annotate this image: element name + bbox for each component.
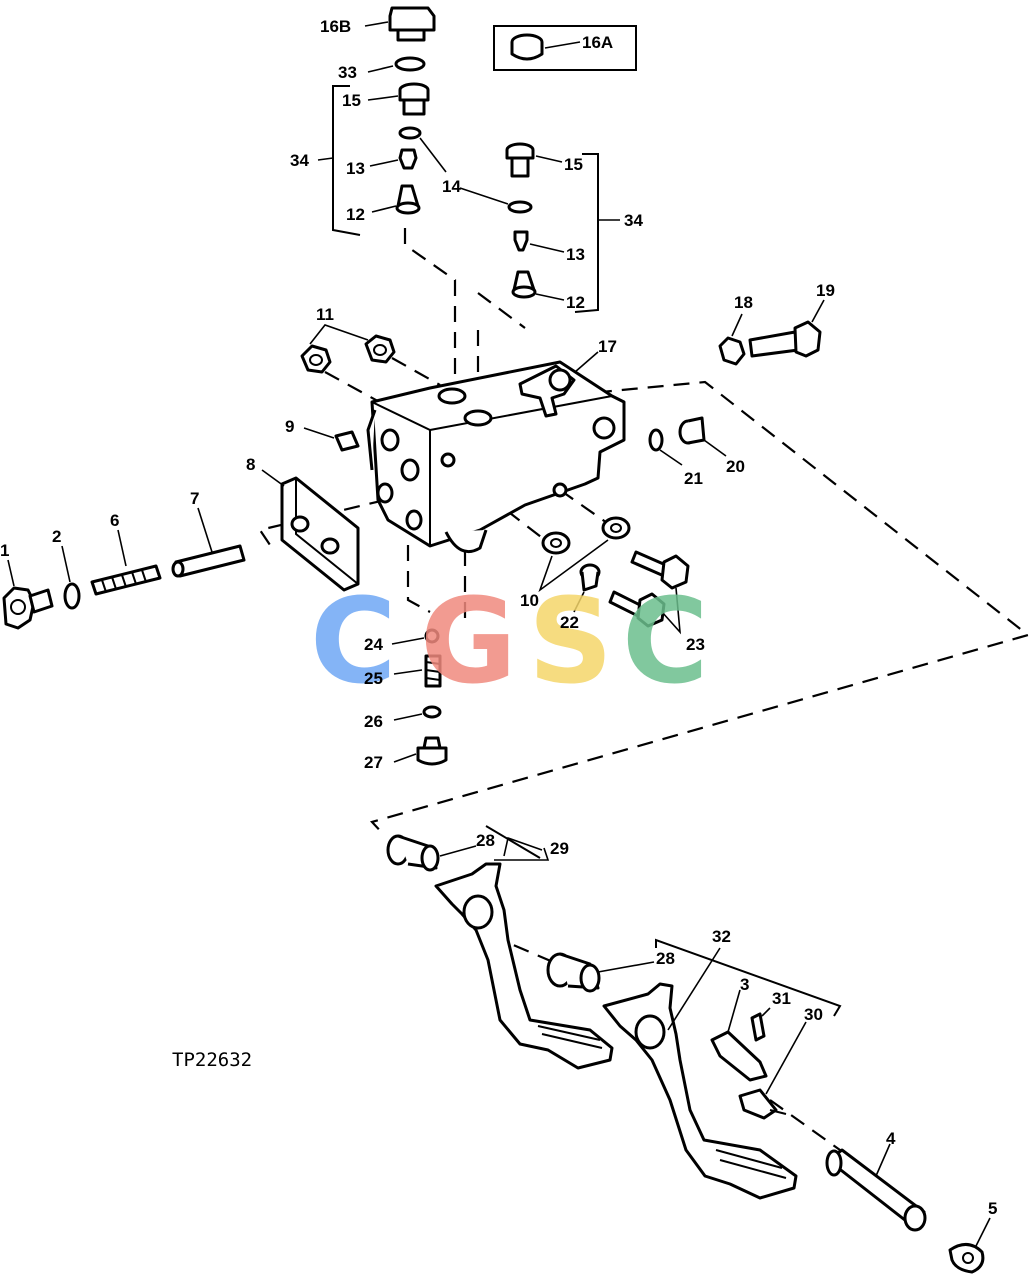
- pedal-left: [434, 836, 614, 1070]
- callout-29: 29: [550, 839, 569, 858]
- part-25-spring: [393, 654, 442, 688]
- callout-6: 6: [110, 511, 119, 530]
- part-17-lever: [518, 364, 576, 418]
- part-4-shaft: [825, 1143, 927, 1232]
- callout-26: 26: [364, 712, 383, 731]
- callout-18: 18: [734, 293, 753, 312]
- part-28-bushing-upper: [386, 834, 477, 872]
- part-27-plug: [393, 736, 448, 766]
- figure-id: TP22632: [172, 1049, 252, 1071]
- callout-31: 31: [772, 989, 791, 1008]
- watermark-letter: S: [528, 572, 613, 710]
- callout-16b: 16B: [320, 17, 351, 36]
- part-6-spring: [90, 529, 162, 596]
- callout-17: 17: [598, 337, 617, 356]
- bracket-30-31-3: [655, 938, 842, 1017]
- callout-20: 20: [726, 457, 745, 476]
- part-26-oring: [393, 705, 442, 721]
- part-16b-plug: [364, 6, 436, 42]
- callout-14: 14: [442, 177, 461, 196]
- callout-34-left: 34: [290, 151, 309, 170]
- callout-8: 8: [246, 455, 255, 474]
- watermark-letter: C: [622, 572, 709, 710]
- callout-23: 23: [686, 635, 705, 654]
- part-7-pin: [171, 507, 246, 578]
- part-1-bolt: [2, 559, 54, 630]
- part-8-plate: [261, 469, 360, 592]
- callout-16a: 16A: [582, 33, 613, 52]
- part-14-oring-left: [398, 126, 447, 173]
- callout-1: 1: [0, 541, 9, 560]
- part-10-washers: [538, 516, 631, 593]
- part-19-bolt: [748, 299, 825, 358]
- callout-22: 22: [560, 613, 579, 632]
- callout-10: 10: [520, 591, 539, 610]
- part-12-spring-seat-left: [371, 184, 421, 215]
- part-5-clip: [948, 1217, 991, 1274]
- bracket-34-left: [317, 85, 361, 236]
- part-21-oring: [648, 428, 683, 466]
- part-14-oring-right: [459, 187, 533, 214]
- part-2-oring: [61, 545, 81, 610]
- pedal-right: [602, 947, 798, 1200]
- bracket-34-right: [574, 153, 620, 313]
- callout-30: 30: [804, 1005, 823, 1024]
- callout-21: 21: [684, 469, 703, 488]
- part-28-bushing-lower: [546, 952, 655, 993]
- part-11-nuts: [300, 324, 396, 374]
- part-24-ball: [391, 628, 440, 645]
- valve-body: [366, 351, 626, 553]
- part-18-nut: [718, 313, 746, 366]
- callout-28-lower: 28: [656, 949, 675, 968]
- part-31-pin: [750, 1007, 771, 1042]
- callout-2: 2: [52, 527, 61, 546]
- bracket-29: [485, 825, 541, 859]
- part-23-bolts: [608, 550, 690, 635]
- callout-19: 19: [816, 281, 835, 300]
- callout-3: 3: [740, 975, 749, 994]
- part-16a-box: [493, 25, 637, 71]
- watermark-letter: C: [310, 572, 397, 710]
- part-3-latch: [710, 989, 768, 1082]
- part-9-spring: [303, 427, 360, 452]
- callout-12-right: 12: [566, 293, 585, 312]
- part-33-oring: [367, 56, 426, 73]
- callout-15-right: 15: [564, 155, 583, 174]
- callout-15-left: 15: [342, 91, 361, 110]
- part-15-plug-left: [367, 82, 430, 116]
- part-12-spring-seat-right: [511, 270, 565, 301]
- part-15-plug-right: [505, 142, 563, 178]
- callout-32: 32: [712, 927, 731, 946]
- callout-labels: 1 2 3 4 5 6 7 8 9 10 11 12 12 13 13 14 1…: [0, 17, 997, 1218]
- watermark: C G S C: [310, 572, 709, 710]
- callout-13-right: 13: [566, 245, 585, 264]
- callout-24: 24: [364, 635, 383, 654]
- watermark-letter: G: [420, 572, 517, 710]
- callout-5: 5: [988, 1199, 997, 1218]
- callout-11: 11: [316, 305, 334, 324]
- callout-12-left: 12: [346, 205, 365, 224]
- callout-28-upper: 28: [476, 831, 495, 850]
- part-22-bushing: [573, 563, 601, 613]
- callout-4: 4: [886, 1129, 896, 1148]
- part-13-poppet-right: [513, 230, 565, 253]
- callout-7: 7: [190, 489, 199, 508]
- callout-27: 27: [364, 753, 383, 772]
- callout-9: 9: [285, 417, 294, 436]
- part-13-poppet-left: [369, 148, 418, 170]
- callout-34-right: 34: [624, 211, 643, 230]
- callout-25: 25: [364, 669, 383, 688]
- callout-13-left: 13: [346, 159, 365, 178]
- part-30-spring: [738, 1021, 807, 1120]
- part-20-bushing: [678, 416, 727, 457]
- callout-33: 33: [338, 63, 357, 82]
